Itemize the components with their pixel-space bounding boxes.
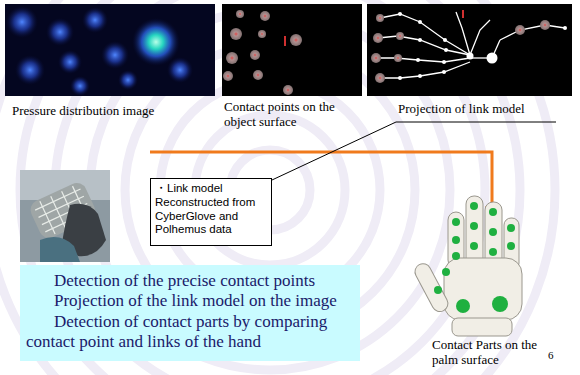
node-text: Projection of the link model on the imag…: [26, 291, 352, 311]
pressure-image: [5, 4, 215, 96]
node-text: Detection of the precise contact points: [26, 271, 352, 291]
hand-model: [412, 196, 522, 336]
callout-leader-line: [272, 122, 556, 180]
summary-panel: Detection of the precise contact pointsP…: [20, 265, 360, 361]
node-text: ・Link model Reconstructed from CyberGlov…: [155, 182, 267, 237]
contact-points-image: [222, 4, 362, 96]
image-caption: Contact points on the object surface: [224, 100, 348, 129]
image-caption: Projection of link model: [398, 102, 558, 117]
page-number: 6: [548, 349, 568, 361]
glove-photo: [20, 170, 110, 262]
image-caption: Contact Parts on the palm surface: [432, 338, 550, 367]
image-caption: Pressure distribution image: [12, 104, 212, 119]
concentric-rings: [0, 0, 555, 375]
callout-box: ・Link model Reconstructed from CyberGlov…: [150, 178, 272, 246]
node-text: Detection of contact parts by comparing …: [26, 312, 352, 353]
link-model-image: [367, 4, 572, 96]
